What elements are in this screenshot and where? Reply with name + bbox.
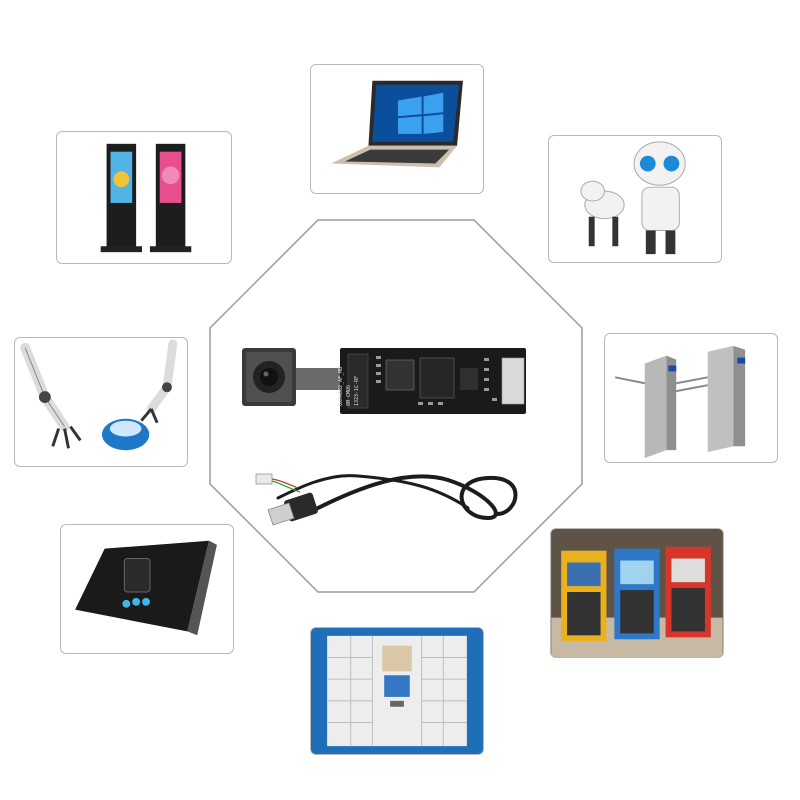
application-advertising-kiosk <box>56 131 232 264</box>
application-face-recognition <box>60 524 234 654</box>
center-octagon: OXM4002_AF_MB 8M CMOS 1323-1C-RF <box>209 219 583 593</box>
turnstile-icon <box>614 345 746 459</box>
application-laptop <box>310 64 484 194</box>
application-turnstile <box>604 333 778 463</box>
pcb-text-3: 1323-1C-RF <box>354 376 360 406</box>
locker-icon <box>311 628 483 754</box>
face-terminal-icon <box>75 540 217 636</box>
laptop-icon <box>331 80 463 168</box>
pcb-text-2: 8M CMOS <box>346 385 352 406</box>
application-robot <box>548 135 722 263</box>
usb-plug <box>267 492 318 526</box>
flex-cable <box>296 368 341 390</box>
application-self-service-kiosk <box>550 528 724 658</box>
atm-kiosk-icon <box>551 529 723 657</box>
usb-cable <box>276 474 518 521</box>
robot-arm-icon <box>20 339 178 451</box>
camera-lens <box>242 348 296 406</box>
application-smart-locker <box>310 627 484 755</box>
application-robot-arm <box>14 337 188 467</box>
robot-icon <box>580 141 686 255</box>
pcb-text-1: OXM4002_AF_MB <box>338 367 344 406</box>
kiosk-icon <box>100 143 192 253</box>
wire-connector <box>255 473 301 493</box>
camera-pcb: OXM4002_AF_MB 8M CMOS 1323-1C-RF <box>338 348 526 414</box>
